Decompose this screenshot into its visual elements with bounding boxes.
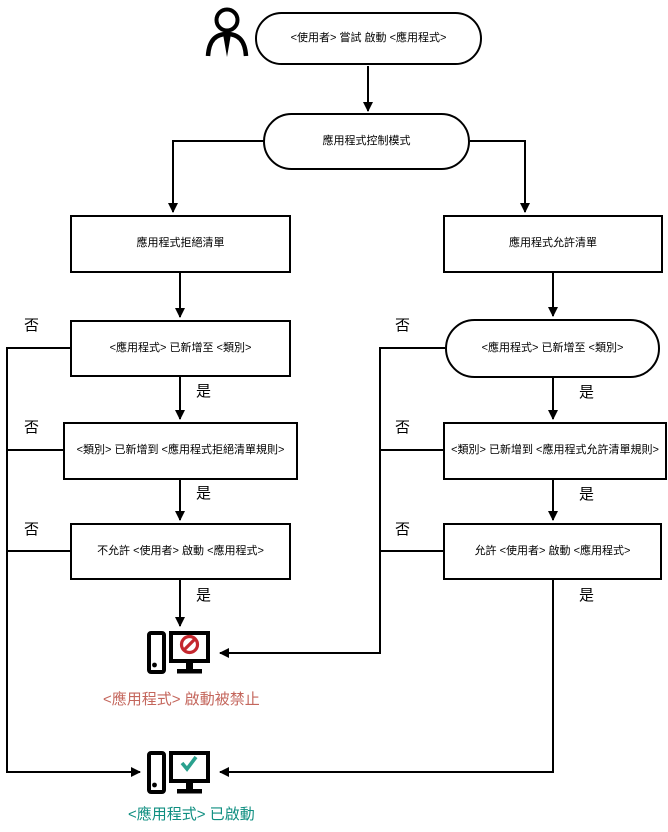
edge-allow-no-collector <box>219 347 445 658</box>
node-deny-check-rule: <類別> 已新增到 <應用程式拒絕清單規則> <box>63 422 298 480</box>
prohibition-sign <box>179 634 200 655</box>
edge-allow-yes-3-to-started <box>219 580 554 777</box>
node-allow-check-rule-label: <類別> 已新增到 <應用程式允許清單規則> <box>451 444 659 457</box>
node-allowlist-label: 應用程式允許清單 <box>509 237 597 250</box>
node-start-label: <使用者> 嘗試 啟動 <應用程式> <box>290 31 447 44</box>
node-allow-check-category: <應用程式> 已新增至 <類別> <box>445 319 660 378</box>
node-control-mode-label: 應用程式控制模式 <box>322 134 411 147</box>
edge-allow-no-stubs <box>380 449 443 552</box>
edge-label-no-deny-3: 否 <box>24 521 40 538</box>
edge-label-yes-deny-1: 是 <box>196 383 212 400</box>
node-control-mode: 應用程式控制模式 <box>263 113 470 170</box>
node-deny-check-rule-label: <類別> 已新增到 <應用程式拒絕清單規則> <box>76 444 285 457</box>
computer-started-icon <box>147 751 210 794</box>
node-start: <使用者> 嘗試 啟動 <應用程式> <box>255 12 482 65</box>
edge-deny-no-stubs <box>7 449 70 552</box>
result-blocked-label: <應用程式> 啟動被禁止 <box>103 691 260 708</box>
computer-blocked-icon <box>147 631 210 674</box>
result-started-label: <應用程式> 已啟動 <box>128 806 255 823</box>
node-allowlist: 應用程式允許清單 <box>443 215 663 273</box>
node-denylist: 應用程式拒絕清單 <box>70 215 291 273</box>
edge-label-yes-deny-3: 是 <box>196 587 212 604</box>
edge-label-no-allow-2: 否 <box>395 419 411 436</box>
node-allow-check-category-label: <應用程式> 已新增至 <類別> <box>481 341 624 354</box>
edge-label-yes-deny-2: 是 <box>196 485 212 502</box>
edge-label-yes-allow-1: 是 <box>579 384 595 401</box>
node-allow-check-rule: <類別> 已新增到 <應用程式允許清單規則> <box>443 422 667 480</box>
edge-mode-to-allowlist <box>470 140 530 213</box>
edge-label-no-allow-3: 否 <box>395 521 411 538</box>
edge-deny-no-collector <box>6 347 141 777</box>
node-deny-check-category-label: <應用程式> 已新增至 <類別> <box>109 341 252 354</box>
user-actor-icon <box>205 7 249 57</box>
node-deny-check-category: <應用程式> 已新增至 <類別> <box>70 320 291 377</box>
edge-label-yes-allow-2: 是 <box>579 486 595 503</box>
node-denylist-label: 應用程式拒絕清單 <box>136 237 225 250</box>
edge-label-no-deny-2: 否 <box>24 419 40 436</box>
node-allow-action: 允許 <使用者> 啟動 <應用程式> <box>443 523 662 580</box>
node-deny-action-label: 不允許 <使用者> 啟動 <應用程式> <box>97 544 264 557</box>
node-deny-action: 不允許 <使用者> 啟動 <應用程式> <box>70 523 291 580</box>
edge-label-yes-allow-3: 是 <box>579 587 595 604</box>
check-mark <box>180 755 198 772</box>
edge-mode-to-denylist <box>168 140 265 213</box>
edge-label-no-allow-1: 否 <box>395 317 411 334</box>
node-allow-action-label: 允許 <使用者> 啟動 <應用程式> <box>474 544 631 557</box>
edge-label-no-deny-1: 否 <box>24 317 40 334</box>
